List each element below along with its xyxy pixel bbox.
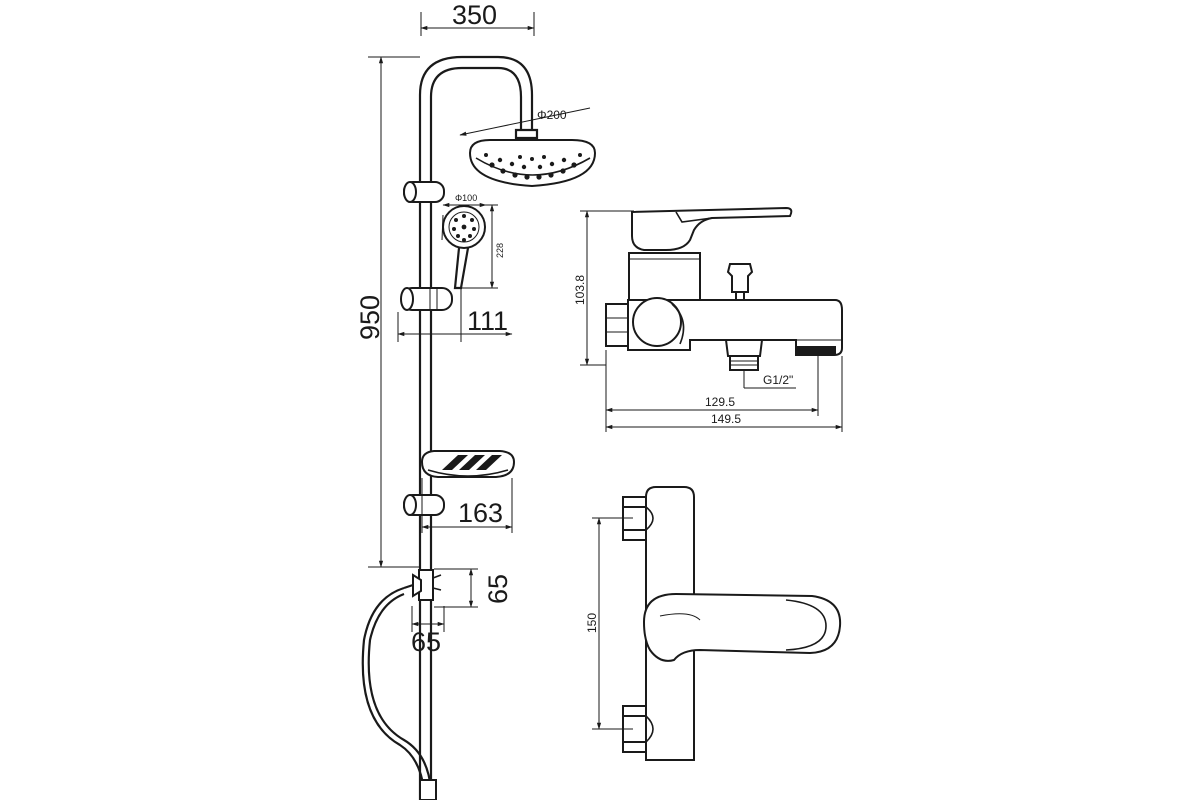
dim-103-8: 103.8: [573, 210, 634, 366]
dim-129-5-label: 129.5: [705, 395, 735, 409]
dim-103-8-label: 103.8: [573, 275, 587, 305]
head-nozzles: [484, 153, 582, 180]
dim-228-label: 228: [495, 243, 505, 258]
dim-g12: G1/2": [743, 370, 796, 389]
dim-950-label: 950: [355, 295, 385, 340]
diverter-and-hose: [361, 569, 442, 800]
dim-phi100: Φ100: [442, 193, 487, 208]
dim-111: 111: [397, 288, 513, 342]
shower-column: [403, 55, 534, 800]
dim-65-horizontal-label: 65: [411, 627, 441, 657]
dim-163-label: 163: [458, 498, 503, 528]
dim-163: 163: [421, 478, 513, 533]
dim-g12-label: G1/2": [763, 373, 793, 387]
dim-350-label: 350: [452, 0, 497, 30]
dim-149-5-label: 149.5: [711, 412, 741, 426]
lower-wall-bracket: [403, 494, 445, 516]
hand-shower: [441, 205, 486, 290]
dim-149-5: 149.5: [605, 356, 843, 432]
dim-phi200: Φ200: [459, 107, 591, 136]
mixer-side-view: [605, 206, 843, 371]
dim-150: 150: [585, 517, 633, 730]
soap-dish: [420, 450, 516, 478]
dim-phi100-label: Φ100: [455, 193, 477, 203]
dim-65-vertical: 65: [434, 568, 513, 608]
dim-phi200-label: Φ200: [537, 108, 567, 122]
dim-350: 350: [420, 0, 535, 36]
dim-150-label: 150: [585, 613, 599, 633]
head-shower: [468, 128, 597, 188]
dim-129-5: 129.5: [605, 350, 819, 432]
dim-65-vertical-label: 65: [483, 574, 513, 604]
dim-65-horizontal: 65: [411, 606, 445, 657]
slider-bracket: [400, 287, 453, 311]
dim-111-label: 111: [467, 306, 508, 336]
dim-950: 950: [355, 56, 420, 568]
mixer-top-view: [622, 486, 842, 761]
dim-228: 228: [460, 204, 505, 289]
